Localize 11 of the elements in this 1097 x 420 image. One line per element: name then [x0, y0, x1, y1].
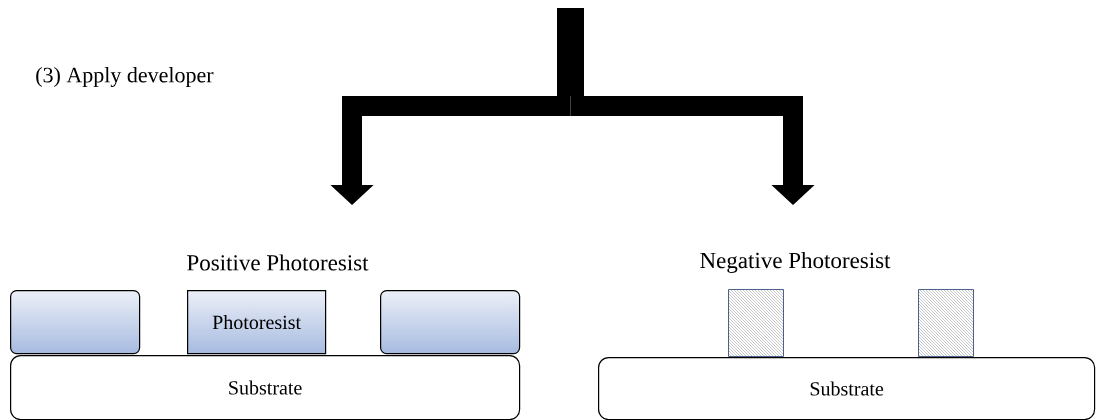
photoresist-block — [10, 290, 141, 355]
hatched-block — [918, 289, 974, 357]
step-label: (3) Apply developer — [36, 67, 214, 87]
photoresist-block — [380, 290, 521, 355]
section-heading: Negative Photoresist — [700, 252, 891, 273]
section-heading: Positive Photoresist — [187, 254, 369, 271]
arrow — [570, 96, 815, 205]
hatched-block — [728, 289, 784, 357]
substrate-layer: Substrate — [10, 355, 521, 420]
substrate-layer: Substrate — [598, 357, 1096, 420]
photoresist-block: Photoresist — [187, 290, 327, 355]
